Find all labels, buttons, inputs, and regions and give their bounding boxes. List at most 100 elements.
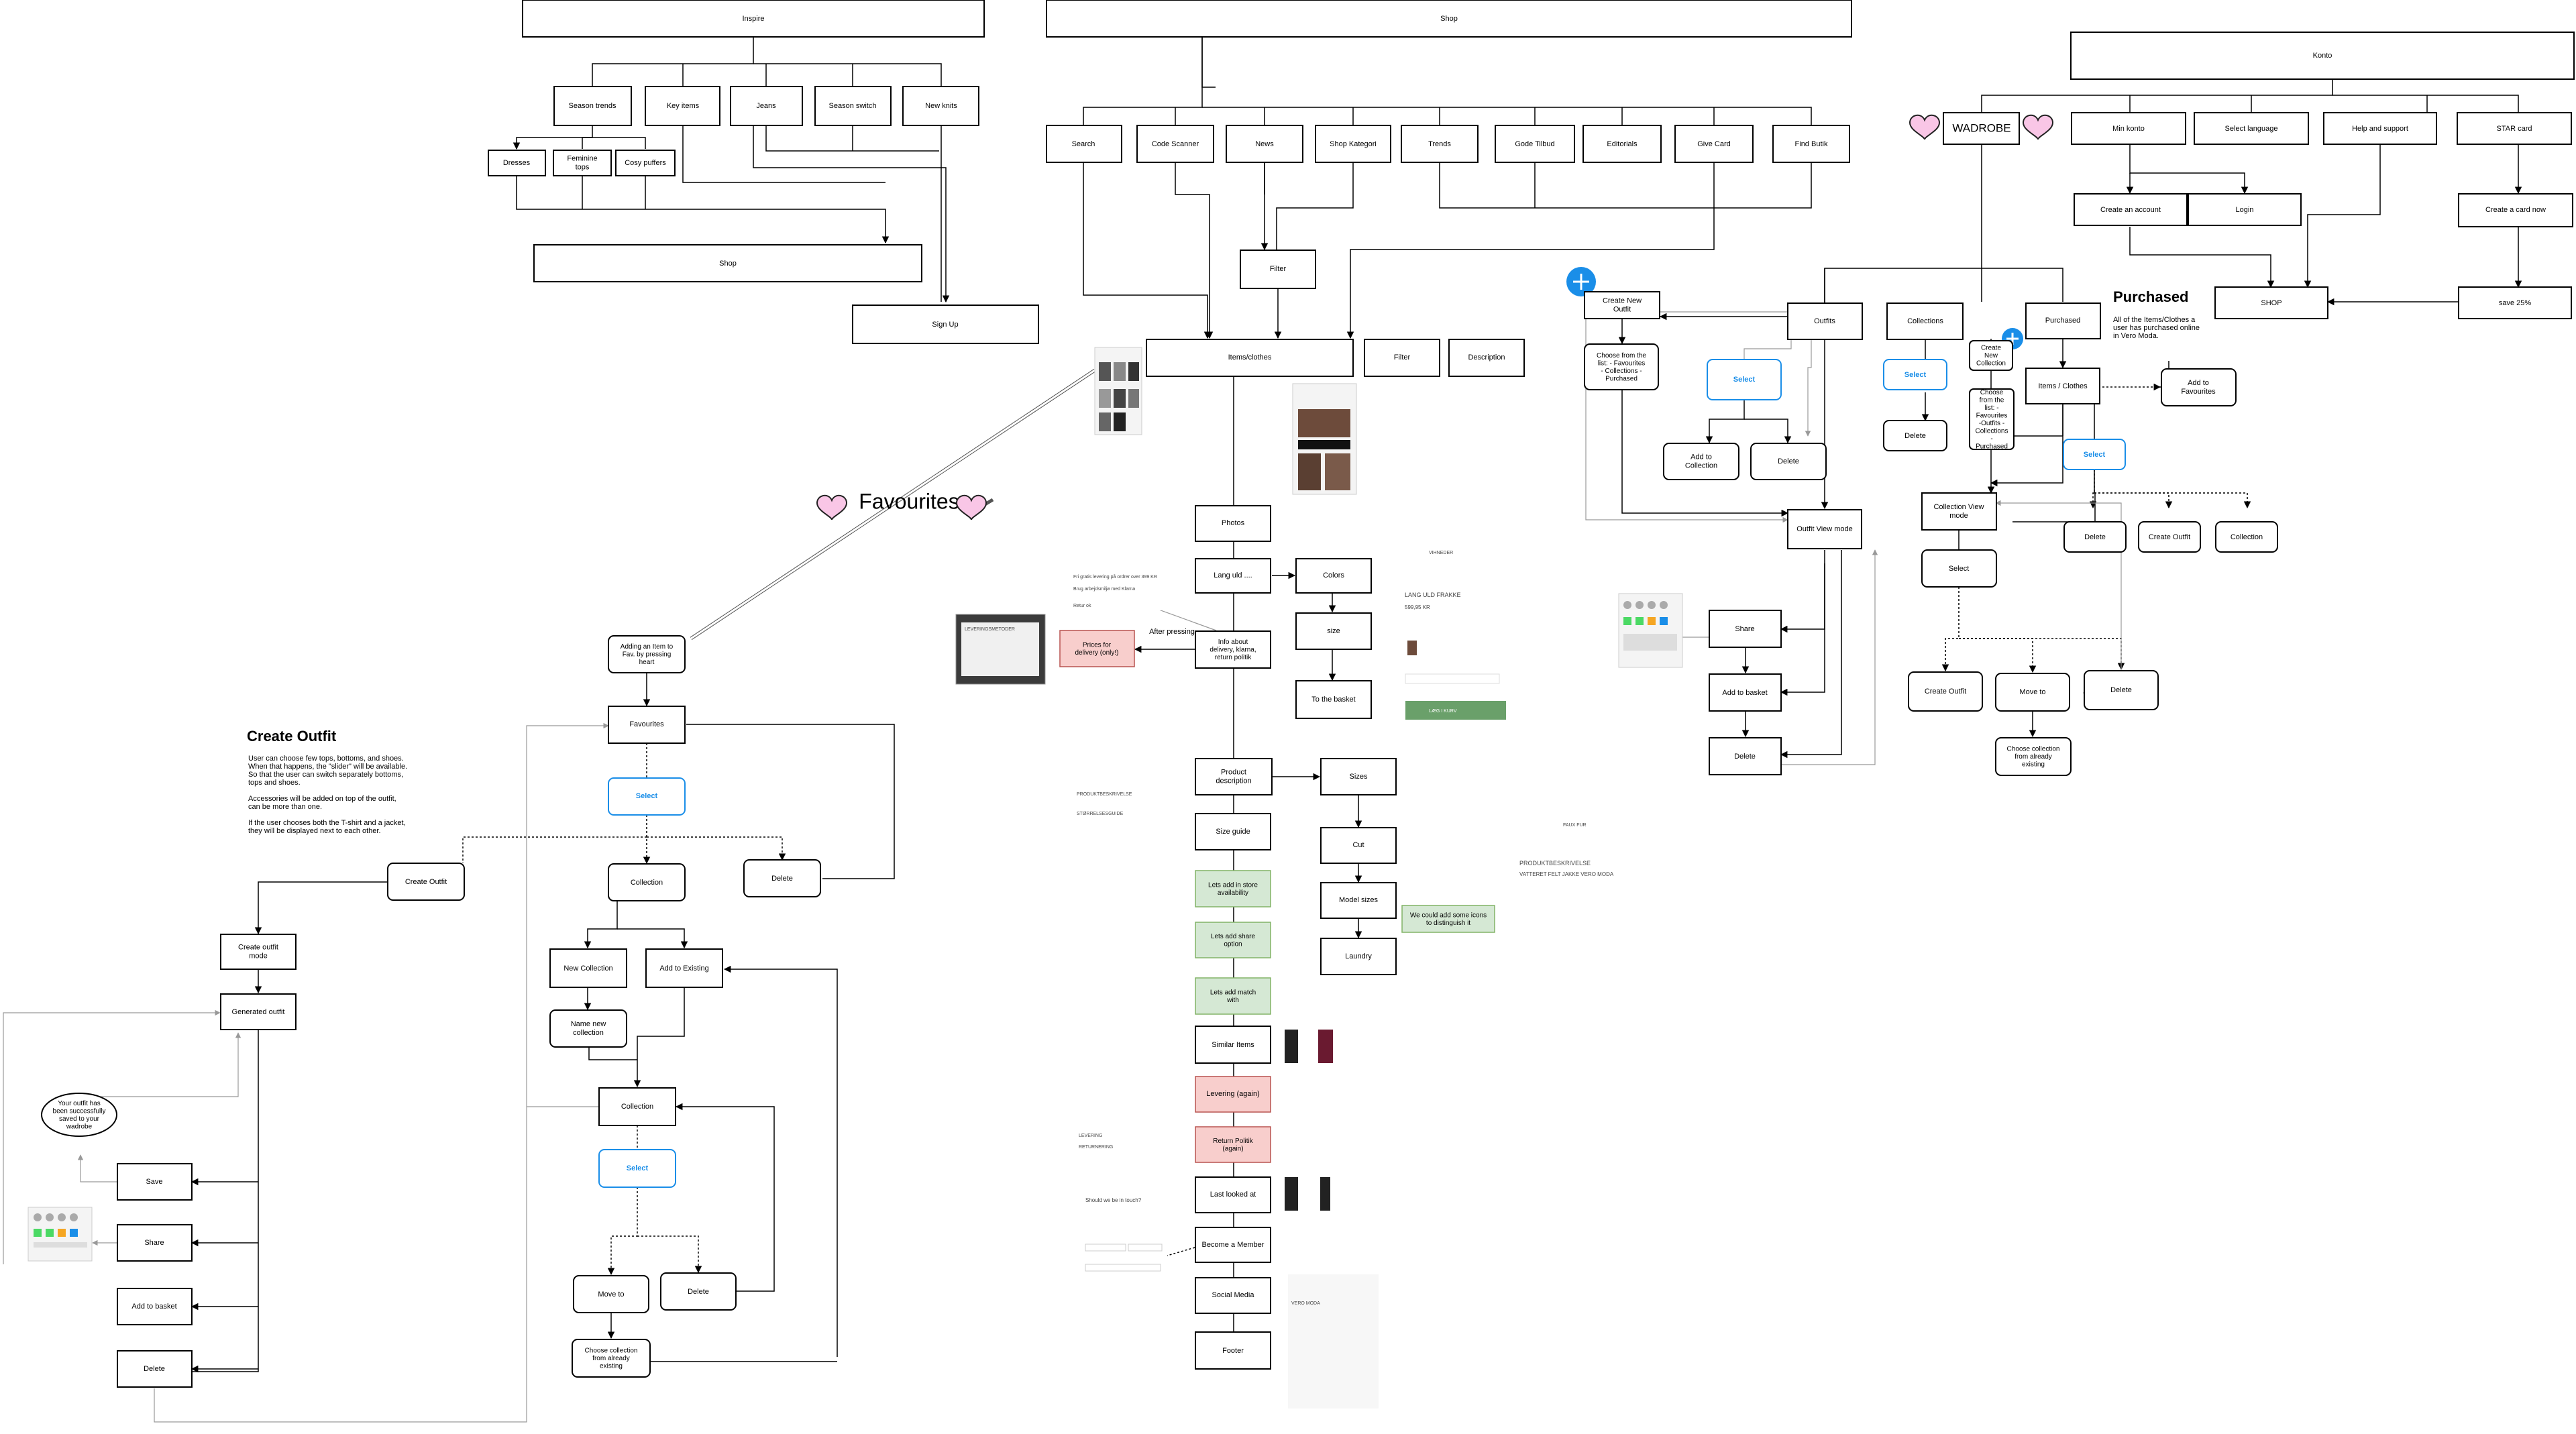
node-select-w2[interactable]: Select [1883, 359, 1947, 390]
node-add-basket-w[interactable]: Add to basket [1709, 673, 1782, 712]
node-cut[interactable]: Cut [1320, 827, 1397, 864]
node-filter-right[interactable]: Filter [1364, 339, 1440, 377]
node-search[interactable]: Search [1046, 125, 1122, 163]
node-key-items[interactable]: Key items [645, 86, 720, 126]
node-add-basket-l[interactable]: Add to basket [117, 1288, 193, 1325]
node-sizes[interactable]: Sizes [1320, 758, 1397, 795]
node-delete-w5[interactable]: Delete [2084, 670, 2159, 710]
node-model-sizes[interactable]: Model sizes [1320, 882, 1397, 919]
node-create-card[interactable]: Create a card now [2458, 193, 2573, 227]
node-give-card[interactable]: Give Card [1674, 125, 1754, 163]
node-editorials[interactable]: Editorials [1582, 125, 1662, 163]
node-sign-up[interactable]: Sign Up [852, 305, 1039, 344]
node-inspire[interactable]: Inspire [522, 0, 985, 38]
node-season-switch[interactable]: Season switch [814, 86, 892, 126]
node-items-clothes-r[interactable]: Items / Clothes [2025, 368, 2100, 404]
node-footer[interactable]: Footer [1195, 1331, 1271, 1370]
node-add-existing[interactable]: Add to Existing [645, 948, 723, 988]
node-share-w[interactable]: Share [1709, 610, 1782, 648]
node-share-l[interactable]: Share [117, 1224, 193, 1262]
node-select-w4[interactable]: Select [1921, 549, 1997, 588]
node-delete-w1[interactable]: Delete [1750, 443, 1827, 480]
node-select-w3[interactable]: Select [2063, 439, 2126, 470]
node-shop-kategori[interactable]: Shop Kategori [1315, 125, 1391, 163]
node-collection-l2[interactable]: Collection [598, 1087, 676, 1126]
node-jeans[interactable]: Jeans [730, 86, 803, 126]
node-delete-w3[interactable]: Delete [2063, 521, 2127, 553]
node-return-politik[interactable]: Return Politik(again) [1195, 1126, 1271, 1163]
node-collection-l[interactable]: Collection [608, 863, 686, 901]
node-konto[interactable]: Konto [2070, 32, 2575, 80]
node-favourites[interactable]: Favourites [608, 706, 686, 744]
node-delete-w2[interactable]: Delete [1883, 420, 1947, 451]
node-size-guide[interactable]: Size guide [1195, 813, 1271, 850]
node-trends[interactable]: Trends [1401, 125, 1479, 163]
node-season-trends[interactable]: Season trends [553, 86, 632, 126]
node-laundry[interactable]: Laundry [1320, 938, 1397, 975]
node-similar-items[interactable]: Similar Items [1195, 1026, 1271, 1064]
node-become-member[interactable]: Become a Member [1195, 1227, 1271, 1263]
node-help-support[interactable]: Help and support [2323, 112, 2437, 145]
node-save[interactable]: Save [117, 1163, 193, 1201]
node-levering[interactable]: Levering (again) [1195, 1076, 1271, 1113]
node-move-to-l[interactable]: Move to [573, 1275, 649, 1313]
node-save25[interactable]: save 25% [2458, 286, 2572, 319]
node-description[interactable]: Description [1448, 339, 1525, 377]
node-collection-w3[interactable]: Collection [2215, 521, 2278, 553]
node-create-outfit-l[interactable]: Create Outfit [387, 863, 465, 901]
node-news[interactable]: News [1226, 125, 1303, 163]
node-social-media[interactable]: Social Media [1195, 1277, 1271, 1314]
node-filter-mid[interactable]: Filter [1240, 250, 1316, 289]
node-to-basket[interactable]: To the basket [1295, 680, 1372, 719]
node-create-outfit-w4[interactable]: Create Outfit [1908, 671, 1983, 712]
node-dresses[interactable]: Dresses [488, 150, 546, 176]
add-outfit-icon[interactable] [1566, 267, 1596, 296]
node-create-account[interactable]: Create an account [2074, 193, 2188, 226]
node-code-scanner[interactable]: Code Scanner [1136, 125, 1214, 163]
node-new-collection[interactable]: New Collection [549, 948, 627, 988]
node-select-language[interactable]: Select language [2194, 112, 2309, 145]
node-delete-l2[interactable]: Delete [660, 1272, 737, 1311]
node-min-konto[interactable]: Min konto [2071, 112, 2186, 145]
node-inspire-shop[interactable]: Shop [533, 244, 922, 282]
node-gode-tilbud[interactable]: Gode Tilbud [1495, 125, 1575, 163]
node-find-butik[interactable]: Find Butik [1772, 125, 1850, 163]
node-items-clothes[interactable]: Items/clothes [1146, 339, 1354, 377]
node-delete-l[interactable]: Delete [743, 859, 821, 897]
node-move-to-w[interactable]: Move to [1995, 673, 2070, 712]
node-new-knits[interactable]: New knits [902, 86, 979, 126]
node-create-outfit-w3[interactable]: Create Outfit [2138, 521, 2201, 553]
node-delete-w4[interactable]: Delete [1709, 737, 1782, 775]
node-lang-uld[interactable]: Lang uld .... [1195, 558, 1271, 594]
node-size[interactable]: size [1295, 612, 1372, 650]
node-generated-outfit[interactable]: Generated outfit [220, 993, 297, 1030]
node-colors[interactable]: Colors [1295, 558, 1372, 594]
node-select-l2[interactable]: Select [598, 1149, 676, 1188]
node-outfits[interactable]: Outfits [1787, 302, 1863, 340]
node-purchased[interactable]: Purchased [2025, 302, 2101, 339]
node-select-fav[interactable]: Select [608, 777, 686, 816]
node-select-w1[interactable]: Select [1707, 359, 1782, 400]
node-cosy-puffers[interactable]: Cosy puffers [615, 150, 676, 176]
node-photos[interactable]: Photos [1195, 505, 1271, 542]
